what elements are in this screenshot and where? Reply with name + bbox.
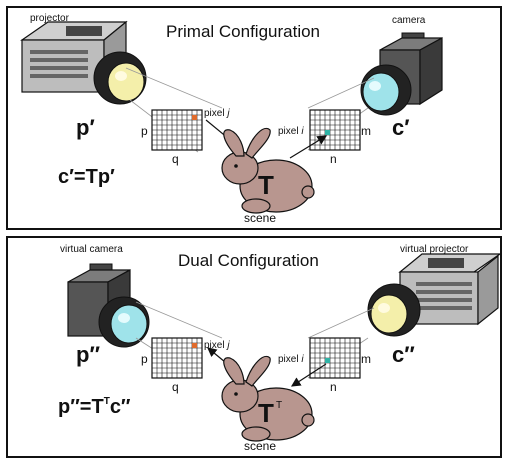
dual-equation: p″=TTc″ (58, 396, 131, 418)
projector-icon (20, 20, 147, 105)
dual-title: Dual Configuration (178, 251, 319, 270)
virtual-projector-vector-label: c″ (392, 342, 415, 367)
pixel-i-highlight (325, 130, 330, 135)
grid-right-col-label: n (330, 152, 337, 166)
camera-pixel-grid (309, 109, 361, 151)
grid-right-row-label: m (361, 352, 371, 366)
virtual-projector-icon (367, 253, 500, 337)
transport-matrix-symbol: T (258, 170, 274, 200)
dual-diagram: Dual Configuration virtual camera virtua… (58, 244, 500, 453)
pixel-i-highlight (325, 358, 330, 363)
ray (307, 307, 375, 339)
ray (307, 77, 375, 109)
transport-matrix-symbol: T (258, 398, 274, 428)
pixel-j-highlight (192, 115, 197, 120)
virtual-camera-icon (67, 263, 150, 348)
dual-configuration-panel: Dual Configuration virtual camera virtua… (6, 236, 502, 458)
arrow-to-scene (290, 363, 327, 387)
pixel-j-text: pixel j (204, 108, 230, 119)
camera-vector-label: c′ (392, 115, 410, 140)
pixel-j-highlight (192, 343, 197, 348)
camera-label: camera (392, 15, 426, 26)
bunny-scene-icon (221, 127, 315, 214)
grid-left-col-label: q (172, 380, 179, 394)
virtual-camera-vector-label: p″ (76, 342, 100, 367)
transpose-superscript: T (276, 400, 282, 411)
primal-equation: c′=Tp′ (58, 166, 115, 188)
virtual-camera-pixel-grid (151, 337, 203, 379)
projector-label: projector (30, 13, 70, 24)
grid-right-row-label: m (361, 124, 371, 138)
grid-left-col-label: q (172, 152, 179, 166)
primal-configuration-panel: Primal Configuration projector camera (6, 6, 502, 230)
virtual-projector-pixel-grid (309, 337, 361, 379)
primal-title: Primal Configuration (166, 22, 320, 41)
pixel-i-text: pixel i (278, 126, 304, 137)
grid-right-col-label: n (330, 380, 337, 394)
camera-icon (360, 32, 443, 116)
projector-pixel-grid (151, 109, 203, 151)
arrow-to-camera (289, 135, 328, 159)
ray (125, 67, 223, 109)
bunny-scene-icon (221, 355, 315, 442)
scene-label: scene (244, 211, 276, 225)
grid-left-row-label: p (141, 352, 148, 366)
scene-label: scene (244, 439, 276, 453)
pixel-j-text: pixel j (204, 340, 230, 351)
virtual-camera-label: virtual camera (60, 244, 123, 255)
projector-vector-label: p′ (76, 115, 95, 140)
primal-diagram: Primal Configuration projector camera (20, 13, 443, 225)
pixel-i-text: pixel i (278, 354, 304, 365)
virtual-projector-label: virtual projector (400, 244, 469, 255)
ray (135, 301, 223, 339)
grid-left-row-label: p (141, 124, 148, 138)
